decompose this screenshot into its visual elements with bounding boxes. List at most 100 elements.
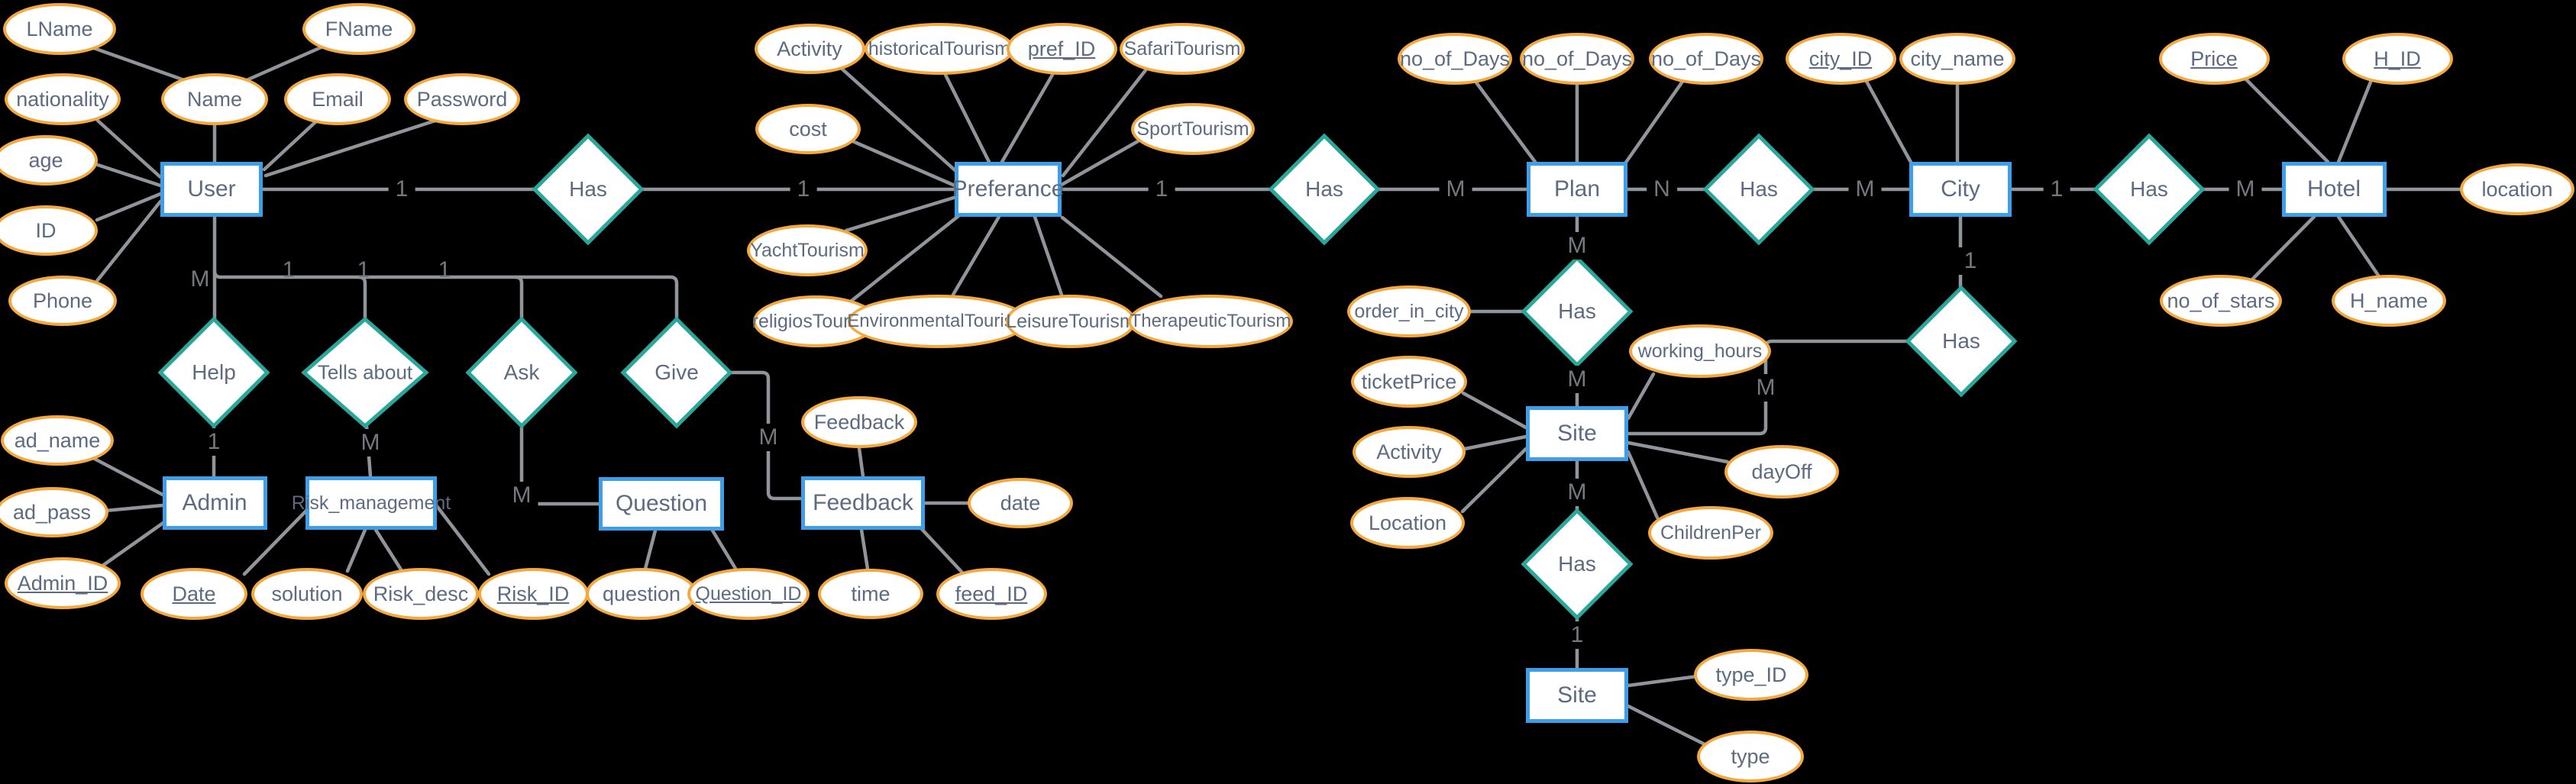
attribute-no-of-days-3[interactable]: no_of_Days: [1649, 33, 1763, 85]
cardinality-label: M: [505, 482, 538, 509]
attribute-type-id[interactable]: type_ID: [1694, 649, 1808, 701]
attribute-location-hotel[interactable]: location: [2460, 163, 2574, 215]
attribute-user-id[interactable]: ID: [0, 205, 98, 256]
connector-ticketprice-site: [1461, 391, 1528, 430]
attribute-nationality[interactable]: nationality: [5, 73, 121, 125]
attribute-question-attr[interactable]: question: [586, 568, 697, 620]
connector-site2-typeid: [1626, 674, 1699, 688]
relationship-shape-has-site-city[interactable]: [1905, 285, 2018, 398]
attribute-activity-site[interactable]: Activity: [1353, 426, 1466, 478]
connector-hname-hotel: [2336, 215, 2381, 279]
attribute-risk-desc[interactable]: Risk_desc: [363, 568, 479, 620]
entity-risk-management[interactable]: Risk_management: [292, 476, 451, 530]
attribute-location-site[interactable]: Location: [1350, 497, 1465, 549]
relationship-shape-has-city-hotel[interactable]: [2093, 133, 2206, 246]
relationship-label-has-plan-site: Has: [1558, 299, 1596, 323]
attribute-ad-pass[interactable]: ad_pass: [0, 487, 108, 537]
attribute-feedback-attr[interactable]: Feedback: [801, 396, 917, 448]
attribute-safari-tourism[interactable]: SafariTourism: [1120, 23, 1245, 75]
connector-activity-preferance: [838, 65, 962, 176]
attribute-historical-tourism[interactable]: historicalTourism: [865, 23, 1014, 75]
attribute-children-per[interactable]: ChildrenPer: [1648, 506, 1773, 560]
entity-plan[interactable]: Plan: [1527, 162, 1627, 217]
relationship-shape-has-preferance-plan[interactable]: [1268, 133, 1381, 246]
attribute-feed-id[interactable]: feed_ID: [936, 568, 1047, 620]
cardinality-label: 1: [357, 257, 370, 282]
entity-hotel[interactable]: Hotel: [2281, 162, 2387, 217]
attribute-ticket-price[interactable]: ticketPrice: [1351, 356, 1467, 408]
attribute-working-hours[interactable]: working_hours: [1629, 324, 1771, 378]
attribute-no-of-days-1[interactable]: no_of_Days: [1398, 33, 1512, 85]
attribute-lname[interactable]: LName: [3, 3, 116, 55]
attribute-h-name[interactable]: H_name: [2332, 275, 2446, 327]
relationship-shape-help[interactable]: [157, 316, 270, 429]
entity-preferance[interactable]: Preferance: [952, 162, 1064, 217]
entity-feedback[interactable]: Feedback: [801, 476, 925, 530]
connector-childrenper-site: [1626, 450, 1660, 520]
attribute-no-of-stars[interactable]: no_of_stars: [2160, 275, 2282, 327]
cardinality-label: M: [2229, 176, 2262, 203]
relationship-label-help: Help: [192, 360, 236, 384]
attribute-therapeutic-tourism[interactable]: TherapeuticTourism: [1128, 295, 1293, 348]
relationship-shape-has-plan-site[interactable]: [1521, 255, 1634, 368]
attribute-environmental-tourism[interactable]: EnvironmentalTourism: [847, 295, 1029, 348]
attribute-sport-tourism[interactable]: SportTourism: [1131, 103, 1255, 155]
relationship-label-ask: Ask: [503, 360, 540, 384]
attribute-age[interactable]: age: [0, 135, 98, 186]
relationship-shape-has-site-type[interactable]: [1521, 508, 1634, 621]
attribute-question-id[interactable]: Question_ID: [687, 568, 810, 620]
connector-historical-preferance: [943, 73, 991, 164]
attribute-ad-name[interactable]: ad_name: [1, 415, 114, 466]
attribute-pref-id[interactable]: pref_ID: [1006, 23, 1117, 75]
attribute-yacht-tourism[interactable]: YachtTourism: [747, 224, 868, 276]
connector-risk-riskdesc: [373, 528, 403, 572]
relationship-shape-has-plan-city[interactable]: [1702, 133, 1815, 246]
entity-city[interactable]: City: [1909, 162, 2012, 217]
entity-user[interactable]: User: [160, 162, 263, 217]
connector-phone-user: [95, 199, 163, 283]
connector-prefid-preferance: [1000, 73, 1055, 164]
attribute-leisure-tourism[interactable]: LeisureTourism: [1006, 295, 1136, 348]
attribute-admin-id[interactable]: Admin_ID: [5, 557, 121, 609]
attribute-order-in-city[interactable]: order_in_city: [1347, 286, 1471, 337]
entity-question[interactable]: Question: [599, 477, 724, 531]
attribute-fname[interactable]: FName: [302, 3, 415, 55]
attribute-email[interactable]: Email: [284, 73, 391, 125]
relationship-label-has-site-city: Has: [1942, 329, 1980, 353]
connector-user-branch: [212, 269, 679, 321]
connector-activity2-site: [1463, 434, 1528, 451]
cardinality-label: M: [1560, 479, 1594, 506]
relationship-shape-give[interactable]: [620, 316, 733, 429]
relationship-shape-has-user-preferance[interactable]: [532, 133, 645, 246]
attribute-solution[interactable]: solution: [251, 568, 363, 620]
attribute-day-off[interactable]: dayOff: [1724, 445, 1839, 498]
connector-workinghours-site: [1626, 372, 1656, 421]
attribute-name[interactable]: Name: [161, 73, 268, 125]
attribute-type[interactable]: type: [1697, 731, 1804, 782]
attribute-no-of-days-2[interactable]: no_of_Days: [1520, 33, 1634, 85]
entity-site[interactable]: Site: [1526, 406, 1628, 461]
cardinality-label: 1: [282, 257, 296, 282]
relationship-shape-tells-about[interactable]: [301, 316, 429, 429]
attribute-h-id[interactable]: H_ID: [2342, 33, 2453, 85]
attribute-time[interactable]: time: [818, 569, 923, 619]
connector-risk-riskid: [435, 504, 491, 576]
entity-admin[interactable]: Admin: [162, 476, 267, 530]
attribute-risk-id[interactable]: Risk_ID: [477, 568, 589, 620]
connector-fname-name: [244, 44, 327, 82]
attribute-password[interactable]: Password: [404, 73, 520, 125]
connector-branch-ask: [513, 275, 524, 321]
attribute-date-feedback[interactable]: date: [968, 478, 1073, 528]
connector-cityid-city: [1863, 76, 1915, 167]
attribute-activity-pref[interactable]: Activity: [754, 24, 865, 74]
attribute-city-name[interactable]: city_name: [1899, 33, 2015, 85]
attribute-price[interactable]: Price: [2158, 33, 2270, 85]
attribute-city-id[interactable]: city_ID: [1785, 33, 1896, 85]
relationship-shape-ask[interactable]: [465, 316, 578, 429]
attribute-date-risk[interactable]: Date: [141, 568, 247, 620]
entity-site-type[interactable]: Site: [1526, 668, 1628, 723]
connector-stars-hotel: [2251, 215, 2316, 281]
attribute-phone[interactable]: Phone: [8, 276, 117, 326]
attribute-cost[interactable]: cost: [755, 104, 861, 154]
